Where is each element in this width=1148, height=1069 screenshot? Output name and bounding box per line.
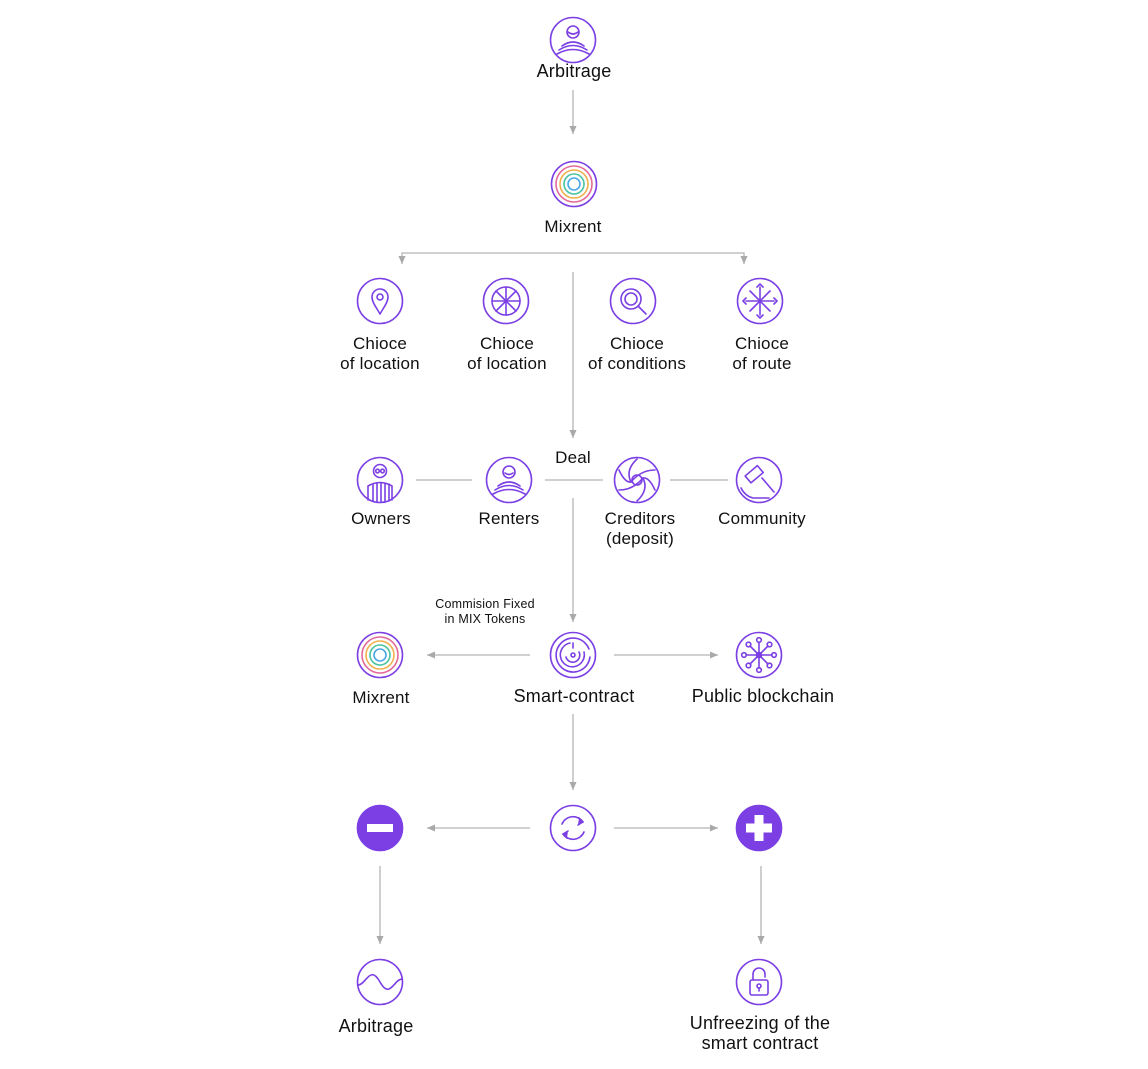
- wheel-icon: [482, 277, 530, 325]
- route-burst-icon: [736, 277, 784, 325]
- node-label-choice-location-1: Chioce of location: [340, 334, 420, 373]
- node-label-smart-contract: Smart-contract: [513, 686, 635, 706]
- concentric-rings-icon: [356, 631, 404, 679]
- node-label-choice-conditions: Chioce of conditions: [587, 334, 687, 373]
- node-label-renters: Renters: [478, 509, 540, 528]
- node-label-owners: Owners: [351, 509, 411, 528]
- node-label-arbitrage-bottom: Arbitrage: [338, 1016, 414, 1036]
- connector-mixrent-branch-right: [573, 252, 748, 264]
- connectors: [376, 90, 765, 944]
- concentric-rings-icon: [550, 160, 598, 208]
- unlock-icon: [735, 958, 783, 1006]
- node-label-choice-location-2: Chioce of location: [467, 334, 547, 373]
- owner-icon: [356, 456, 404, 504]
- node-label-arbitrage-top: Arbitrage: [536, 61, 612, 81]
- connector-mixrent-branch-left: [398, 252, 573, 264]
- minus-icon: [356, 804, 404, 852]
- node-label-unfreezing: Unfreezing of the smart contract: [689, 1013, 831, 1053]
- plus-icon: [735, 804, 783, 852]
- annotation-commission: Commision Fixed in MIX Tokens: [435, 597, 535, 626]
- person-icon: [549, 16, 597, 64]
- node-label-mixrent-top: Mixrent: [544, 217, 602, 236]
- renter-icon: [485, 456, 533, 504]
- node-label-mixrent-fee: Mixrent: [352, 688, 410, 707]
- gavel-icon: [735, 456, 783, 504]
- aperture-icon: [613, 456, 661, 504]
- node-label-creditors: Creditors (deposit): [604, 509, 676, 548]
- maze-icon: [549, 631, 597, 679]
- node-label-public-blockchain: Public blockchain: [691, 686, 835, 706]
- node-label-deal: Deal: [555, 448, 591, 467]
- node-label-choice-route: Chioce of route: [732, 334, 792, 373]
- refresh-icon: [549, 804, 597, 852]
- network-icon: [735, 631, 783, 679]
- wave-icon: [356, 958, 404, 1006]
- magnifier-icon: [609, 277, 657, 325]
- location-pin-icon: [356, 277, 404, 325]
- node-label-community: Community: [718, 509, 806, 528]
